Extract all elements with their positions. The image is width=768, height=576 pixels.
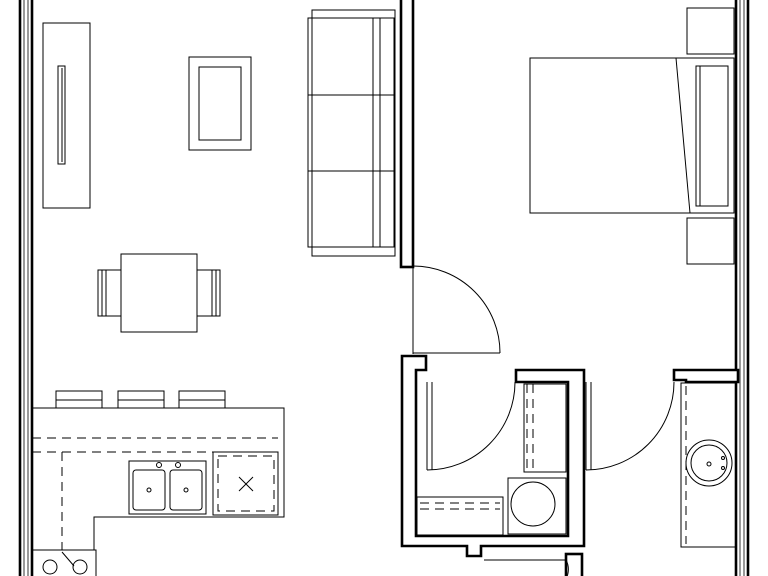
- bed: [529, 57, 735, 214]
- lower-door: [484, 559, 569, 576]
- tv-console: [42, 22, 91, 209]
- bedroom-door: [412, 265, 501, 354]
- bathroom-sink: [685, 439, 733, 487]
- closet-door: [426, 381, 516, 471]
- interior-walls: [399, 0, 740, 576]
- kitchen-counter: [32, 407, 285, 551]
- dining-chair-right: [196, 269, 221, 317]
- closet-wall: [400, 354, 586, 558]
- left-exterior-wall: [18, 0, 34, 576]
- pillow: [695, 65, 729, 207]
- burner: [72, 559, 88, 575]
- dining-table: [97, 253, 221, 333]
- burner: [42, 559, 58, 575]
- bar-stools: [55, 390, 226, 409]
- dining-chair-left: [97, 269, 122, 317]
- sofa: [307, 9, 396, 257]
- kitchen-sink: [128, 460, 207, 515]
- nightstand-bottom: [686, 217, 735, 265]
- tv: [57, 65, 66, 165]
- bedroom-partition-wall: [399, 0, 415, 269]
- bathroom-wall: [672, 368, 740, 384]
- nightstand-top: [686, 7, 735, 55]
- picture-frame: [188, 56, 252, 151]
- closet-shelf: [523, 383, 567, 473]
- right-exterior-wall: [734, 0, 750, 576]
- laundry-shelf: [416, 496, 504, 536]
- exterior-walls: [18, 0, 750, 576]
- dishwasher: [212, 451, 279, 516]
- water-heater: [507, 477, 567, 535]
- stove: [31, 549, 97, 576]
- bathroom-vanity: [680, 382, 737, 548]
- lower-wall-stub: [564, 552, 584, 576]
- laundry-door: [585, 381, 675, 471]
